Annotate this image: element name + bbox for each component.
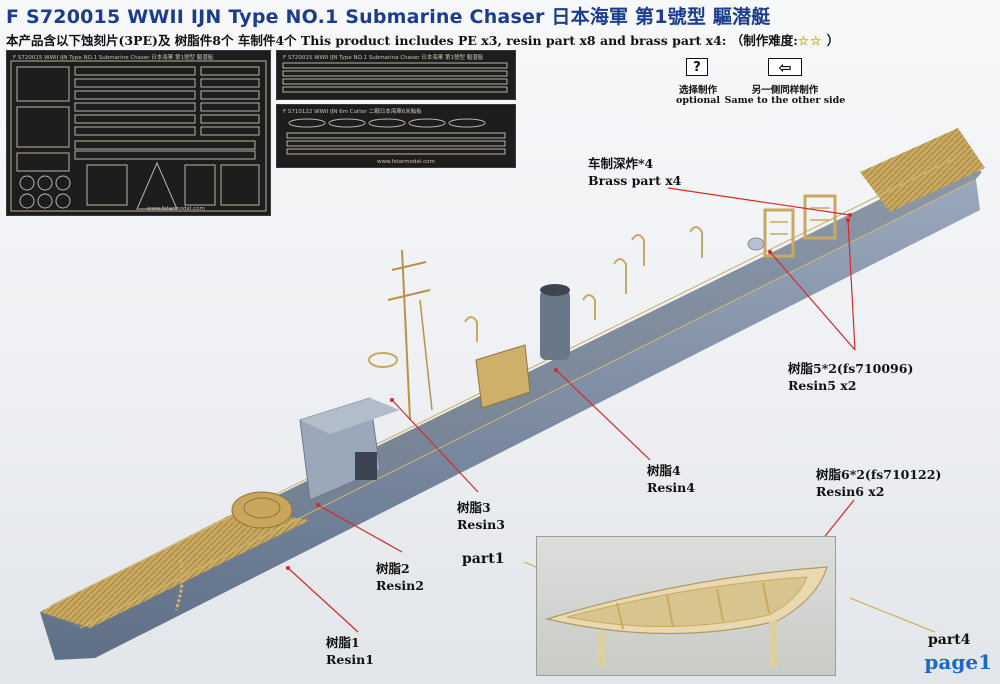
callout-resin6-en: Resin6 x2 bbox=[816, 484, 885, 499]
pe-sheet-cutter: F S710122 WWII IJN 6m Cutter 二戰日本海軍6米舢板 … bbox=[276, 104, 516, 168]
callout-brass-cn: 车制深炸*4 bbox=[588, 156, 654, 171]
brass-depth-charge-rack-2 bbox=[803, 194, 837, 240]
optional-question-icon: ? bbox=[686, 58, 708, 76]
leader-part4 bbox=[849, 597, 936, 633]
callout-resin3: 树脂3 Resin3 bbox=[457, 499, 505, 533]
pe-sheet-main: F S720015 WWII IJN Type NO.1 Submarine C… bbox=[6, 50, 271, 216]
stern-tread-deck bbox=[860, 128, 985, 212]
brass-depth-charge-rack-1 bbox=[763, 208, 795, 258]
leader-resin5 bbox=[769, 219, 856, 351]
optional-en-label: optional bbox=[676, 95, 720, 106]
leader-resin4 bbox=[555, 369, 651, 461]
leader-resin2 bbox=[317, 504, 403, 553]
leader-brass-dot bbox=[848, 213, 852, 217]
searchlight-platform bbox=[368, 352, 398, 368]
callout-resin5-en: Resin5 x2 bbox=[788, 378, 857, 393]
leader-brass bbox=[667, 187, 851, 216]
callout-resin4-cn: 树脂4 bbox=[647, 463, 681, 478]
difficulty-label: （制作难度: bbox=[730, 33, 798, 48]
pe-sheet-main-label: F S720015 WWII IJN Type NO.1 Submarine C… bbox=[13, 55, 214, 61]
bow-tread-deck bbox=[40, 510, 310, 628]
ventilators bbox=[464, 226, 703, 342]
optional-cn-label: 选择制作 bbox=[678, 85, 717, 96]
resin2-reel bbox=[231, 491, 293, 529]
part4-label: part4 bbox=[928, 632, 971, 648]
other-side-cn-label: 另一侧同样制作 bbox=[751, 85, 819, 96]
product-contents: 本产品含以下蚀刻片(3PE)及 树脂件8个 车制件4个 This product… bbox=[6, 30, 839, 49]
callout-resin5: 树脂5*2(fs710096) Resin5 x2 bbox=[788, 360, 913, 394]
callout-resin2: 树脂2 Resin2 bbox=[376, 560, 424, 594]
callout-resin3-en: Resin3 bbox=[457, 517, 505, 532]
callout-resin3-cn: 树脂3 bbox=[457, 500, 491, 515]
anchor-chain bbox=[174, 559, 184, 611]
difficulty-stars-icon: ☆☆ bbox=[797, 33, 823, 48]
bridge-doors bbox=[355, 452, 377, 480]
pe-sheet-main-frets bbox=[10, 60, 267, 212]
callout-resin2-en: Resin2 bbox=[376, 578, 424, 593]
pe-sheet-cutter-label: F S710122 WWII IJN 6m Cutter 二戰日本海軍6米舢板 bbox=[283, 109, 422, 115]
callout-resin1-cn: 树脂1 bbox=[326, 635, 360, 650]
mast bbox=[387, 249, 431, 421]
leader-resin1 bbox=[287, 567, 359, 633]
pe-sheet-railing: F S720015 WWII IJN Type NO.1 Submarine C… bbox=[276, 50, 516, 100]
cutter-inset-photo bbox=[536, 536, 836, 676]
page-number: page1 bbox=[924, 650, 992, 674]
callout-resin2-cn: 树脂2 bbox=[376, 561, 410, 576]
pe-sheet-railing-label: F S720015 WWII IJN Type NO.1 Submarine C… bbox=[283, 55, 484, 61]
page-title: F S720015 WWII IJN Type NO.1 Submarine C… bbox=[6, 6, 771, 28]
other-side-en-label: Same to the other side bbox=[724, 95, 846, 106]
callout-brass-en: Brass part x4 bbox=[588, 173, 682, 188]
cutter-boat-drawing bbox=[544, 566, 828, 667]
pe-sheet-main-url: www.fstarmodel.com bbox=[147, 206, 205, 212]
callout-resin6: 树脂6*2(fs710122) Resin6 x2 bbox=[816, 466, 941, 500]
contents-text: 本产品含以下蚀刻片(3PE)及 树脂件8个 车制件4个 This product… bbox=[6, 33, 727, 48]
pe-sheet-cutter-url: www.fstarmodel.com bbox=[377, 159, 435, 165]
pe-sheet-railing-frets bbox=[282, 62, 508, 93]
callout-resin5-cn: 树脂5*2(fs710096) bbox=[788, 361, 914, 376]
callout-resin4: 树脂4 Resin4 bbox=[647, 462, 695, 496]
callout-resin1-en: Resin1 bbox=[326, 652, 374, 667]
resin4-deckhouse bbox=[475, 344, 531, 409]
callout-resin4-en: Resin4 bbox=[647, 480, 695, 495]
part1-label: part1 bbox=[462, 551, 505, 567]
callout-resin1: 树脂1 Resin1 bbox=[326, 634, 374, 668]
callout-resin6-cn: 树脂6*2(fs710122) bbox=[816, 467, 942, 482]
callout-brass: 车制深炸*4 Brass part x4 bbox=[588, 155, 681, 189]
difficulty-close: ） bbox=[822, 33, 840, 48]
funnel bbox=[540, 290, 570, 360]
leader-resin3 bbox=[391, 399, 479, 493]
other-side-arrow-icon: ⇦ bbox=[768, 58, 802, 77]
pe-sheet-cutter-frets bbox=[286, 118, 506, 155]
resin5-gun bbox=[747, 237, 765, 251]
